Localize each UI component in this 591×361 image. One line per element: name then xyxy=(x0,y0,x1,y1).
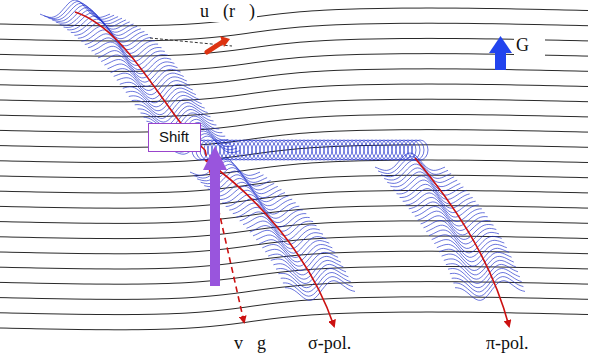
lattice-plane xyxy=(0,297,588,315)
wavefront xyxy=(406,193,476,213)
wavefront xyxy=(439,248,509,266)
wave-packet xyxy=(40,0,525,300)
wavefront xyxy=(400,184,470,204)
pi-ray xyxy=(415,158,509,326)
lattice-plane xyxy=(0,84,588,102)
polarization-label: σ-pol. xyxy=(306,334,353,354)
wavefront xyxy=(444,256,514,274)
wavefront xyxy=(378,157,448,175)
wavefront xyxy=(429,230,499,248)
wavefront xyxy=(95,46,165,65)
displacement-label: u⃗(r⃗) xyxy=(198,2,257,22)
wavefront xyxy=(455,281,525,301)
vector-label: G⃗ xyxy=(514,36,545,56)
wavefront xyxy=(384,164,454,182)
lattice-plane xyxy=(0,312,588,330)
wavefront xyxy=(67,16,137,35)
wavefront xyxy=(98,51,168,70)
wavefront xyxy=(453,277,523,297)
wavefront xyxy=(101,55,171,74)
displacement-arrowhead xyxy=(220,36,230,47)
lattice-plane xyxy=(0,175,588,193)
lattice-plane xyxy=(0,130,588,148)
wavefront xyxy=(243,216,313,235)
lattice-plane xyxy=(0,69,588,87)
wavefront xyxy=(250,226,320,245)
wavefront xyxy=(126,88,196,107)
wavefront xyxy=(442,252,512,270)
wavefront xyxy=(446,260,516,279)
sigma-ray xyxy=(205,160,334,326)
wavefront xyxy=(390,172,460,191)
displacement-arrow xyxy=(207,41,224,52)
wavefront xyxy=(450,269,520,288)
wavefront xyxy=(222,190,292,210)
ray-path xyxy=(75,12,205,150)
lattice-plane xyxy=(0,206,588,224)
lattice-plane xyxy=(0,99,588,117)
velocity-label: v⃗g xyxy=(232,334,268,354)
ray-paths xyxy=(75,12,509,326)
g-vector-shaft xyxy=(495,52,506,70)
lattice-planes xyxy=(0,8,588,330)
wavefront xyxy=(421,216,491,235)
wavefront xyxy=(387,168,457,187)
box-text: Shift xyxy=(159,129,190,146)
shift-arrow-head xyxy=(203,146,227,170)
wavefront xyxy=(194,161,264,179)
polarization-label: π-pol. xyxy=(484,334,531,354)
wavefront xyxy=(424,221,494,240)
lattice-plane xyxy=(0,114,588,132)
shift-arrow-shaft xyxy=(210,168,220,286)
group-velocity-ray xyxy=(205,150,244,322)
wavefront xyxy=(426,225,496,244)
wavefront xyxy=(104,60,174,78)
label-box: Shift xyxy=(148,123,201,152)
g-vector-head xyxy=(489,36,512,53)
wavefront xyxy=(229,199,299,219)
wavefront xyxy=(48,3,118,21)
wavefront xyxy=(381,160,451,178)
lattice-plane xyxy=(0,190,588,208)
lattice-plane xyxy=(0,160,588,178)
